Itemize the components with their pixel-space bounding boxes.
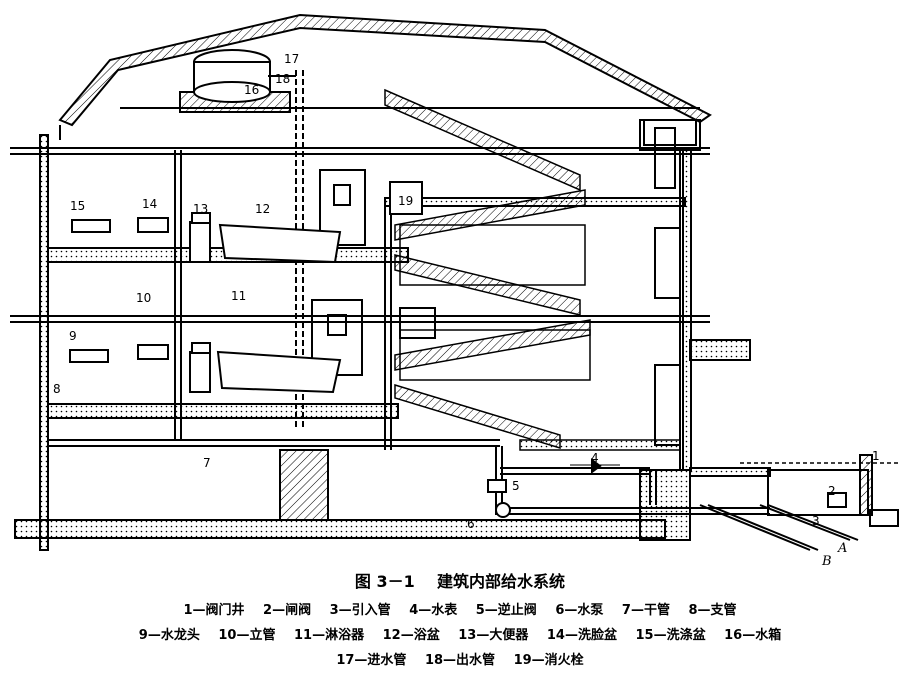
callout-12: 12 [255, 202, 270, 216]
legend-item: 11—淋浴器 [293, 628, 365, 643]
legend-item: 9—水龙头 [138, 628, 200, 643]
callout-18: 18 [275, 72, 290, 86]
callout-10: 10 [136, 291, 151, 305]
callout-8: 8 [53, 382, 61, 396]
callout-19: 19 [398, 194, 413, 208]
legend-item: 14—洗脸盆 [546, 628, 617, 643]
staircases [384, 88, 681, 451]
callout-4: 4 [591, 451, 599, 465]
callout-14: 14 [142, 197, 157, 211]
figure-caption: 图 3－1 建筑内部给水系统 1—阀门井 2—闸阀 3—引入管 4—水表 5—逆… [0, 568, 920, 673]
callout-3: 3 [812, 514, 820, 528]
callout-2: 2 [828, 484, 836, 498]
legend-row-2: 9—水龙头 10—立管 11—淋浴器 12—浴盆 13—大便器 14—洗脸盆 1… [0, 623, 920, 648]
building-walls [39, 119, 701, 551]
callout-13: 13 [193, 202, 208, 216]
legend-item: 6—水泵 [555, 603, 604, 618]
legend-item: 19—消火栓 [513, 653, 584, 668]
roof [58, 13, 712, 140]
legend-item: 3—引入管 [329, 603, 391, 618]
legend-item: 8—支管 [688, 603, 737, 618]
figure-title: 图 3－1 建筑内部给水系统 [0, 568, 920, 592]
callout-1: 1 [872, 449, 880, 463]
callout-11: 11 [231, 289, 246, 303]
fire-hydrant-box [389, 181, 423, 215]
legend-item: 7—干管 [621, 603, 670, 618]
floor-slabs [10, 147, 751, 419]
flow-label-a: A [837, 541, 847, 556]
water-supply-diagram: 1 2 3 4 5 6 7 8 9 10 11 12 13 14 15 16 1… [10, 13, 900, 565]
ground-foundation [14, 449, 900, 541]
legend-row-1: 1—阀门井 2—闸阀 3—引入管 4—水表 5—逆止阀 6—水泵 7—干管 8—… [0, 598, 920, 623]
callout-5: 5 [512, 479, 520, 493]
callout-17: 17 [284, 52, 299, 66]
callout-labels: 1 2 3 4 5 6 7 8 9 10 11 12 13 14 15 16 1… [53, 52, 880, 565]
legend-item: 10—立管 [218, 628, 276, 643]
fixtures [69, 212, 342, 394]
legend-item: 15—洗涤盆 [635, 628, 706, 643]
figure-number: 图 3－1 [354, 572, 415, 591]
legend-item: 2—闸阀 [263, 603, 312, 618]
legend-item: 13—大便器 [458, 628, 529, 643]
callout-16: 16 [244, 83, 259, 97]
legend-item: 17—进水管 [336, 653, 407, 668]
legend-item: 5—逆止阀 [475, 603, 537, 618]
legend-item: 12—浴盆 [382, 628, 440, 643]
water-tank [179, 49, 291, 113]
legend-item: 4—水表 [409, 603, 458, 618]
callout-9: 9 [69, 329, 77, 343]
legend-item: 16—水箱 [724, 628, 782, 643]
callout-15: 15 [70, 199, 85, 213]
trunk-pipes [48, 439, 899, 551]
legend-row-3: 17—进水管 18—出水管 19—消火栓 [0, 648, 920, 673]
callout-6: 6 [467, 517, 475, 531]
flow-label-b: B [821, 554, 832, 565]
callout-7: 7 [203, 456, 211, 470]
figure-title-text: 建筑内部给水系统 [437, 572, 566, 591]
legend-item: 18—出水管 [424, 653, 496, 668]
legend-item: 1—阀门井 [183, 603, 245, 618]
